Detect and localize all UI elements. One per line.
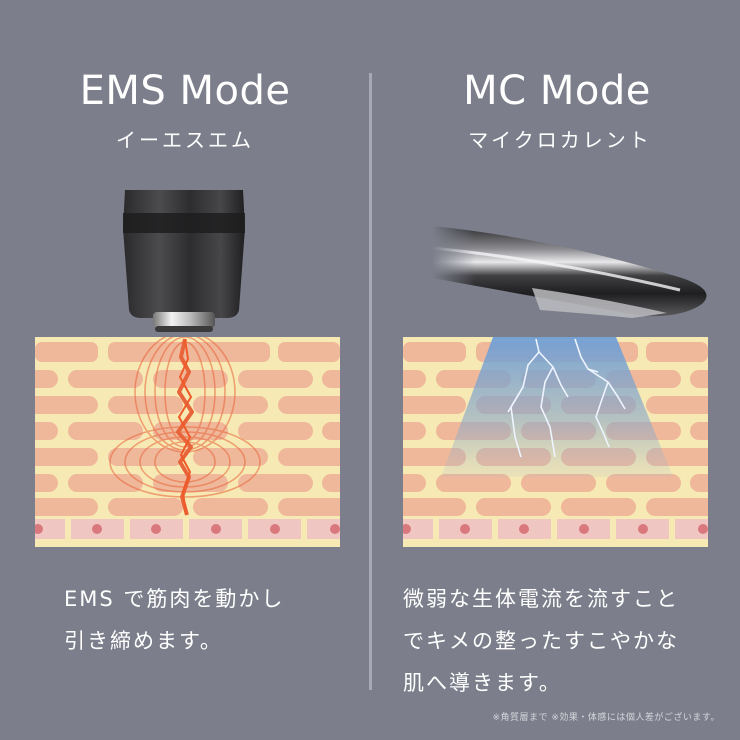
ems-description: EMS で筋肉を動かし 引き締めます。 bbox=[64, 578, 284, 662]
ems-description-line: 引き締めます。 bbox=[64, 629, 223, 653]
column-divider bbox=[369, 73, 372, 690]
mc-mode-title: MC Mode bbox=[463, 68, 651, 114]
ems-description-line: EMS で筋肉を動かし bbox=[64, 587, 285, 611]
mc-mode-column: MC Mode マイクロカレント bbox=[370, 0, 740, 740]
mc-skin-diagram bbox=[403, 337, 708, 547]
ems-mode-column: EMS Mode イーエスエム bbox=[35, 68, 340, 662]
ems-mode-subtitle: イーエスエム bbox=[116, 128, 254, 152]
ems-device-icon bbox=[123, 190, 245, 332]
mc-description-line: 肌へ導きます。 bbox=[403, 671, 562, 695]
mc-mode-subtitle: マイクロカレント bbox=[468, 128, 652, 152]
mc-device-icon bbox=[432, 218, 722, 328]
ems-mode-title: EMS Mode bbox=[79, 68, 291, 114]
footnote: ※角質層まで ※効果・体感には個人差がございます。 bbox=[492, 713, 720, 723]
mc-description-line: でキメの整ったすこやかな bbox=[403, 629, 679, 653]
mc-description: 微弱な生体電流を流すこと でキメの整ったすこやかな 肌へ導きます。 bbox=[403, 578, 679, 704]
ems-skin-diagram bbox=[35, 337, 340, 547]
mc-description-line: 微弱な生体電流を流すこと bbox=[403, 587, 679, 611]
